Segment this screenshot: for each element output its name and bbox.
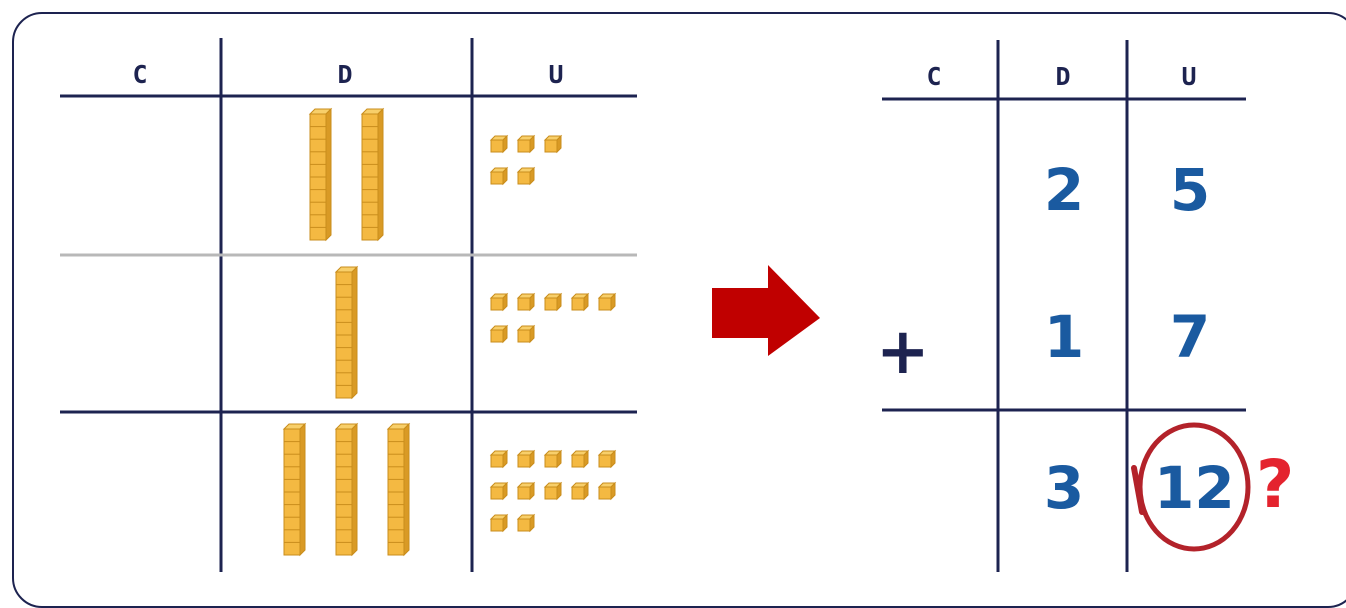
right-header-hundreds: C (926, 62, 942, 91)
unit-cube (516, 481, 536, 501)
unit-cube (489, 481, 509, 501)
left-header-units: U (548, 60, 564, 89)
unit-cube (597, 481, 617, 501)
unit-cube (543, 134, 563, 154)
unit-cube (516, 513, 536, 533)
question-mark: ? (1256, 446, 1295, 523)
left-header-tens: D (337, 60, 353, 89)
unit-cube (543, 449, 563, 469)
unit-cube (543, 292, 563, 312)
ten-rod (360, 107, 385, 242)
addend2-tens: 1 (1043, 303, 1085, 371)
unit-cube (489, 292, 509, 312)
base-ten-blocks (282, 107, 617, 557)
unit-cube (516, 134, 536, 154)
addend2-units: 7 (1169, 303, 1211, 371)
carry-mark (1131, 465, 1145, 515)
unit-cube (489, 513, 509, 533)
addend1-units: 5 (1169, 156, 1211, 224)
left-table-grid (60, 38, 637, 572)
ten-rod (334, 422, 359, 557)
unit-cube (597, 449, 617, 469)
unit-cube (516, 292, 536, 312)
unit-cube (570, 292, 590, 312)
unit-cube (516, 166, 536, 186)
ten-rod (334, 265, 359, 400)
unit-cube (543, 481, 563, 501)
unit-cube (489, 449, 509, 469)
right-table-grid (882, 40, 1246, 572)
unit-cube (570, 449, 590, 469)
arrow-right-icon (712, 265, 820, 356)
plus-sign: + (876, 315, 930, 389)
result-tens: 3 (1043, 454, 1085, 522)
ten-rod (282, 422, 307, 557)
ten-rod (386, 422, 411, 557)
unit-cube (489, 134, 509, 154)
addend1-tens: 2 (1043, 156, 1085, 224)
result-units: 12 (1154, 454, 1235, 522)
unit-cube (516, 324, 536, 344)
unit-cube (489, 166, 509, 186)
unit-cube (570, 481, 590, 501)
ten-rod (308, 107, 333, 242)
left-header-hundreds: C (132, 60, 148, 89)
unit-cube (597, 292, 617, 312)
unit-cube (489, 324, 509, 344)
right-header-tens: D (1055, 62, 1071, 91)
unit-cube (516, 449, 536, 469)
right-header-units: U (1181, 62, 1197, 91)
card-frame (12, 12, 1346, 608)
